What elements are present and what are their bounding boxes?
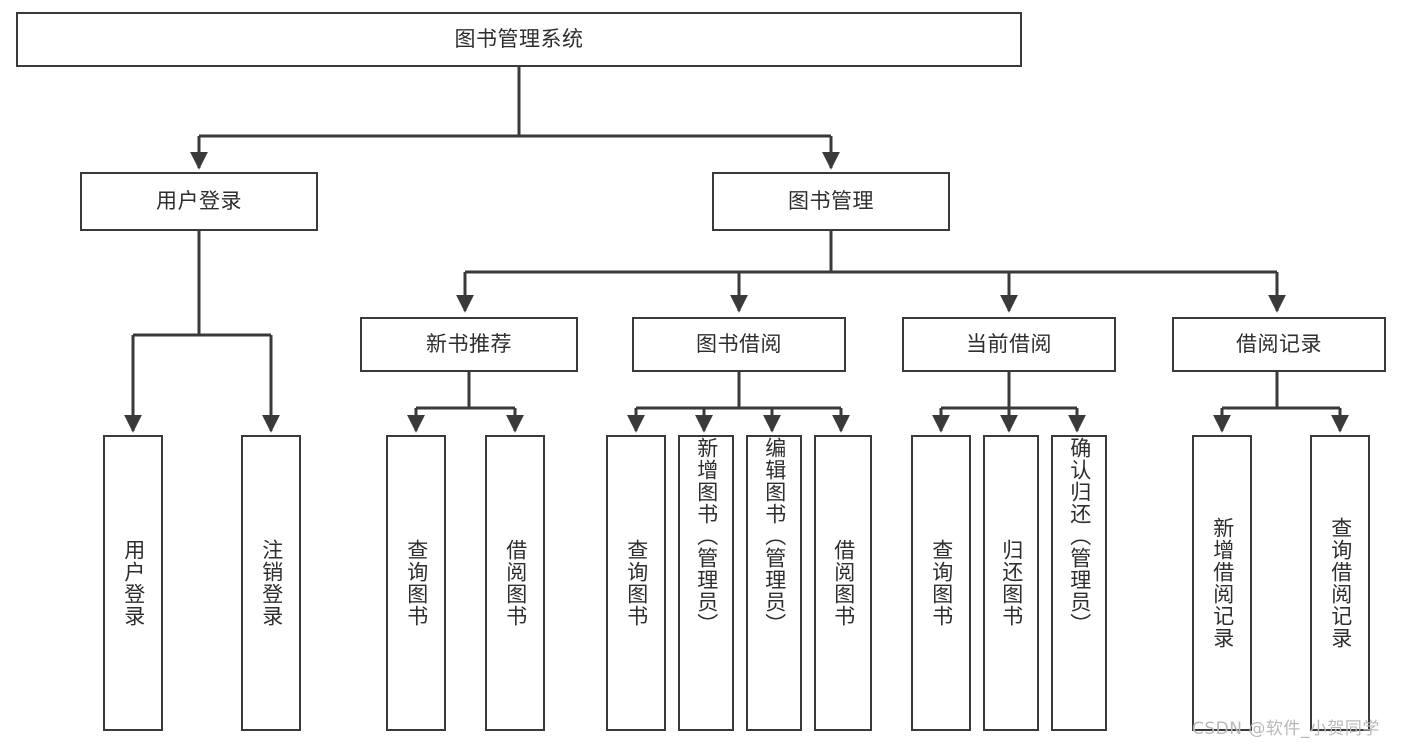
node-label: 归还图书: [999, 539, 1024, 627]
node-label: 注销登录: [259, 539, 284, 627]
node-label: 查询图书: [929, 539, 954, 627]
node-label: 新增图书（管理员）: [694, 437, 719, 635]
leaf-text-wrap: 确认归还（管理员）: [1053, 437, 1105, 729]
leaf-add-borrow-record[interactable]: 新增借阅记录: [1192, 435, 1252, 731]
leaf-confirm-return-admin[interactable]: 确认归还（管理员）: [1051, 435, 1107, 731]
leaf-user-login[interactable]: 用户登录: [103, 435, 163, 731]
leaf-text-wrap: 查询借阅记录: [1312, 437, 1368, 729]
node-label: 图书管理: [788, 188, 874, 213]
node-current-borrow[interactable]: 当前借阅: [902, 317, 1116, 372]
node-label: 编辑图书（管理员）: [762, 437, 787, 635]
leaf-query-book-current[interactable]: 查询图书: [911, 435, 971, 731]
node-borrow-record[interactable]: 借阅记录: [1172, 317, 1386, 372]
node-label: 图书管理系统: [454, 26, 584, 51]
node-label: 查询图书: [404, 539, 429, 627]
node-user-login[interactable]: 用户登录: [80, 172, 318, 231]
leaf-text-wrap: 查询图书: [388, 437, 444, 729]
node-label: 图书借阅: [696, 331, 782, 356]
leaf-text-wrap: 查询图书: [608, 437, 664, 729]
leaf-return-book[interactable]: 归还图书: [983, 435, 1039, 731]
node-label: 确认归还（管理员）: [1067, 437, 1092, 635]
leaf-query-borrow-record[interactable]: 查询借阅记录: [1310, 435, 1370, 731]
node-book-management[interactable]: 图书管理: [712, 172, 950, 231]
node-label: 查询借阅记录: [1328, 517, 1353, 649]
leaf-add-book-admin[interactable]: 新增图书（管理员）: [678, 435, 734, 731]
node-new-book-recommend[interactable]: 新书推荐: [360, 317, 578, 372]
leaf-borrow-book[interactable]: 借阅图书: [814, 435, 872, 731]
node-label: 当前借阅: [966, 331, 1052, 356]
leaf-text-wrap: 用户登录: [105, 437, 161, 729]
leaf-text-wrap: 新增图书（管理员）: [680, 437, 732, 729]
leaf-text-wrap: 编辑图书（管理员）: [748, 437, 800, 729]
node-label: 新书推荐: [426, 331, 512, 356]
leaf-text-wrap: 注销登录: [243, 437, 299, 729]
node-label: 查询图书: [624, 539, 649, 627]
node-root[interactable]: 图书管理系统: [16, 12, 1022, 67]
leaf-text-wrap: 借阅图书: [816, 437, 870, 729]
watermark-csdn: CSDN @软件_小贺同学: [1192, 719, 1380, 739]
node-label: 用户登录: [156, 188, 242, 213]
node-label: 借阅记录: [1236, 331, 1322, 356]
node-label: 借阅图书: [503, 539, 528, 627]
leaf-borrow-book-recommend[interactable]: 借阅图书: [485, 435, 545, 731]
leaf-text-wrap: 查询图书: [913, 437, 969, 729]
leaf-text-wrap: 借阅图书: [487, 437, 543, 729]
node-label: 用户登录: [121, 539, 146, 627]
leaf-edit-book-admin[interactable]: 编辑图书（管理员）: [746, 435, 802, 731]
leaf-text-wrap: 新增借阅记录: [1194, 437, 1250, 729]
leaf-logout[interactable]: 注销登录: [241, 435, 301, 731]
leaf-text-wrap: 归还图书: [985, 437, 1037, 729]
node-label: 新增借阅记录: [1210, 517, 1235, 649]
leaf-query-book-recommend[interactable]: 查询图书: [386, 435, 446, 731]
node-label: 借阅图书: [831, 539, 856, 627]
leaf-query-book-borrow[interactable]: 查询图书: [606, 435, 666, 731]
node-book-borrow[interactable]: 图书借阅: [632, 317, 846, 372]
